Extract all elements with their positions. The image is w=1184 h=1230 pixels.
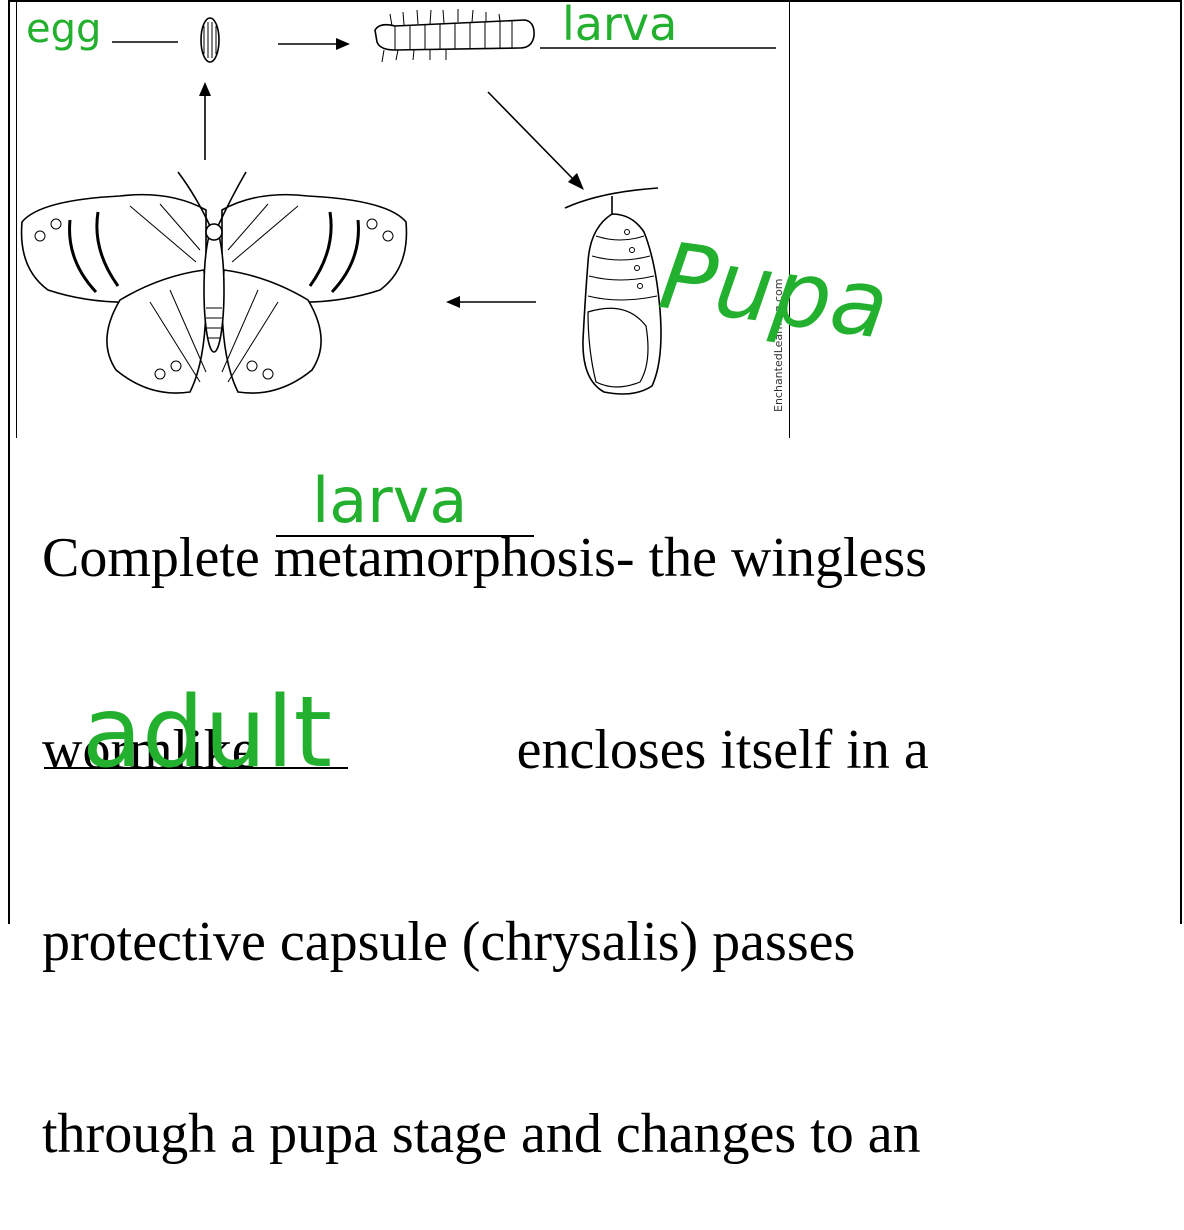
paragraph-line-4: through a pupa stage and changes to an <box>42 1102 1142 1166</box>
diagram-frame <box>16 0 790 438</box>
paragraph-line-2-end: encloses itself in a <box>517 719 929 781</box>
paragraph-line-1: Complete metamorphosis- the wingless <box>42 526 1142 590</box>
metamorphosis-paragraph: Complete metamorphosis- the wingless wor… <box>42 398 1142 1230</box>
paragraph-line-2: wormlike encloses itself in a <box>42 718 1142 782</box>
answer-blank-1 <box>276 535 534 537</box>
answer-blank-2 <box>44 767 348 769</box>
paragraph-line-3: protective capsule (chrysalis) passes <box>42 910 1142 974</box>
paragraph-line-2-start: wormlike <box>42 719 257 781</box>
